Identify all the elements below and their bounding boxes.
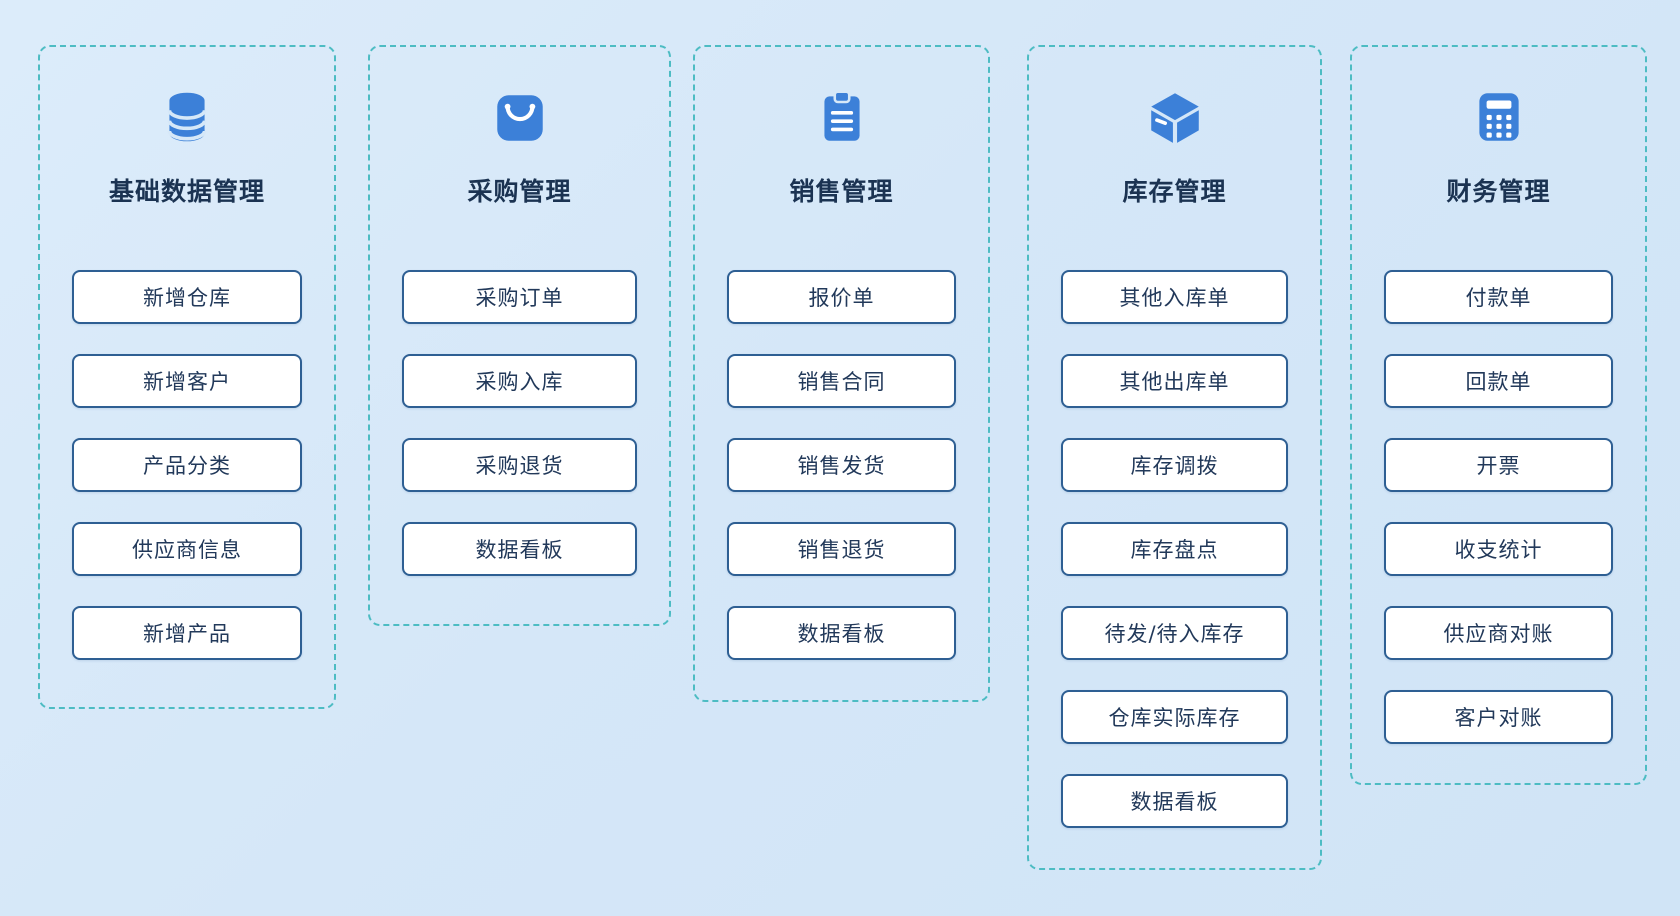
module-title-finance: 财务管理 [1446, 177, 1551, 206]
add-warehouse-button[interactable]: 新增仓库 [72, 270, 302, 324]
purchase-data-dashboard-button[interactable]: 数据看板 [402, 522, 637, 576]
income-expense-stats-button[interactable]: 收支统计 [1384, 522, 1613, 576]
purchase-return-button[interactable]: 采购退货 [402, 438, 637, 492]
calculator-icon [1468, 86, 1530, 148]
sales-return-button[interactable]: 销售退货 [727, 522, 956, 576]
warehouse-actual-stock-button[interactable]: 仓库实际库存 [1061, 690, 1288, 744]
purchase-button-list: 采购订单 采购入库 采购退货 数据看板 [370, 270, 669, 576]
module-title-purchase: 采购管理 [467, 177, 572, 206]
database-icon [156, 86, 218, 148]
payment-order-button[interactable]: 付款单 [1384, 270, 1613, 324]
module-finance: 财务管理 付款单 回款单 开票 收支统计 供应商对账 客户对账 [1350, 45, 1647, 785]
module-title-basic-data: 基础数据管理 [108, 177, 265, 206]
sales-button-list: 报价单 销售合同 销售发货 销售退货 数据看板 [695, 270, 988, 660]
box-icon [1144, 86, 1206, 148]
stock-count-button[interactable]: 库存盘点 [1061, 522, 1288, 576]
invoicing-button[interactable]: 开票 [1384, 438, 1613, 492]
module-title-sales: 销售管理 [789, 177, 894, 206]
shopping-bag-icon [489, 86, 551, 148]
product-category-button[interactable]: 产品分类 [72, 438, 302, 492]
quotation-button[interactable]: 报价单 [727, 270, 956, 324]
module-basic-data: 基础数据管理 新增仓库 新增客户 产品分类 供应商信息 新增产品 [38, 45, 336, 709]
other-outbound-order-button[interactable]: 其他出库单 [1061, 354, 1288, 408]
finance-button-list: 付款单 回款单 开票 收支统计 供应商对账 客户对账 [1352, 270, 1645, 744]
customer-reconciliation-button[interactable]: 客户对账 [1384, 690, 1613, 744]
module-purchase: 采购管理 采购订单 采购入库 采购退货 数据看板 [368, 45, 671, 626]
inventory-data-dashboard-button[interactable]: 数据看板 [1061, 774, 1288, 828]
add-customer-button[interactable]: 新增客户 [72, 354, 302, 408]
module-inventory: 库存管理 其他入库单 其他出库单 库存调拨 库存盘点 待发/待入库存 仓库实际库… [1027, 45, 1322, 870]
purchase-inbound-button[interactable]: 采购入库 [402, 354, 637, 408]
supplier-info-button[interactable]: 供应商信息 [72, 522, 302, 576]
add-product-button[interactable]: 新增产品 [72, 606, 302, 660]
inventory-button-list: 其他入库单 其他出库单 库存调拨 库存盘点 待发/待入库存 仓库实际库存 数据看… [1029, 270, 1320, 828]
module-title-inventory: 库存管理 [1122, 177, 1227, 206]
sales-data-dashboard-button[interactable]: 数据看板 [727, 606, 956, 660]
module-sales: 销售管理 报价单 销售合同 销售发货 销售退货 数据看板 [693, 45, 990, 702]
receipt-order-button[interactable]: 回款单 [1384, 354, 1613, 408]
other-inbound-order-button[interactable]: 其他入库单 [1061, 270, 1288, 324]
sales-contract-button[interactable]: 销售合同 [727, 354, 956, 408]
clipboard-icon [811, 86, 873, 148]
purchase-order-button[interactable]: 采购订单 [402, 270, 637, 324]
pending-stock-button[interactable]: 待发/待入库存 [1061, 606, 1288, 660]
sales-delivery-button[interactable]: 销售发货 [727, 438, 956, 492]
stock-transfer-button[interactable]: 库存调拨 [1061, 438, 1288, 492]
supplier-reconciliation-button[interactable]: 供应商对账 [1384, 606, 1613, 660]
basic-data-button-list: 新增仓库 新增客户 产品分类 供应商信息 新增产品 [40, 270, 334, 660]
